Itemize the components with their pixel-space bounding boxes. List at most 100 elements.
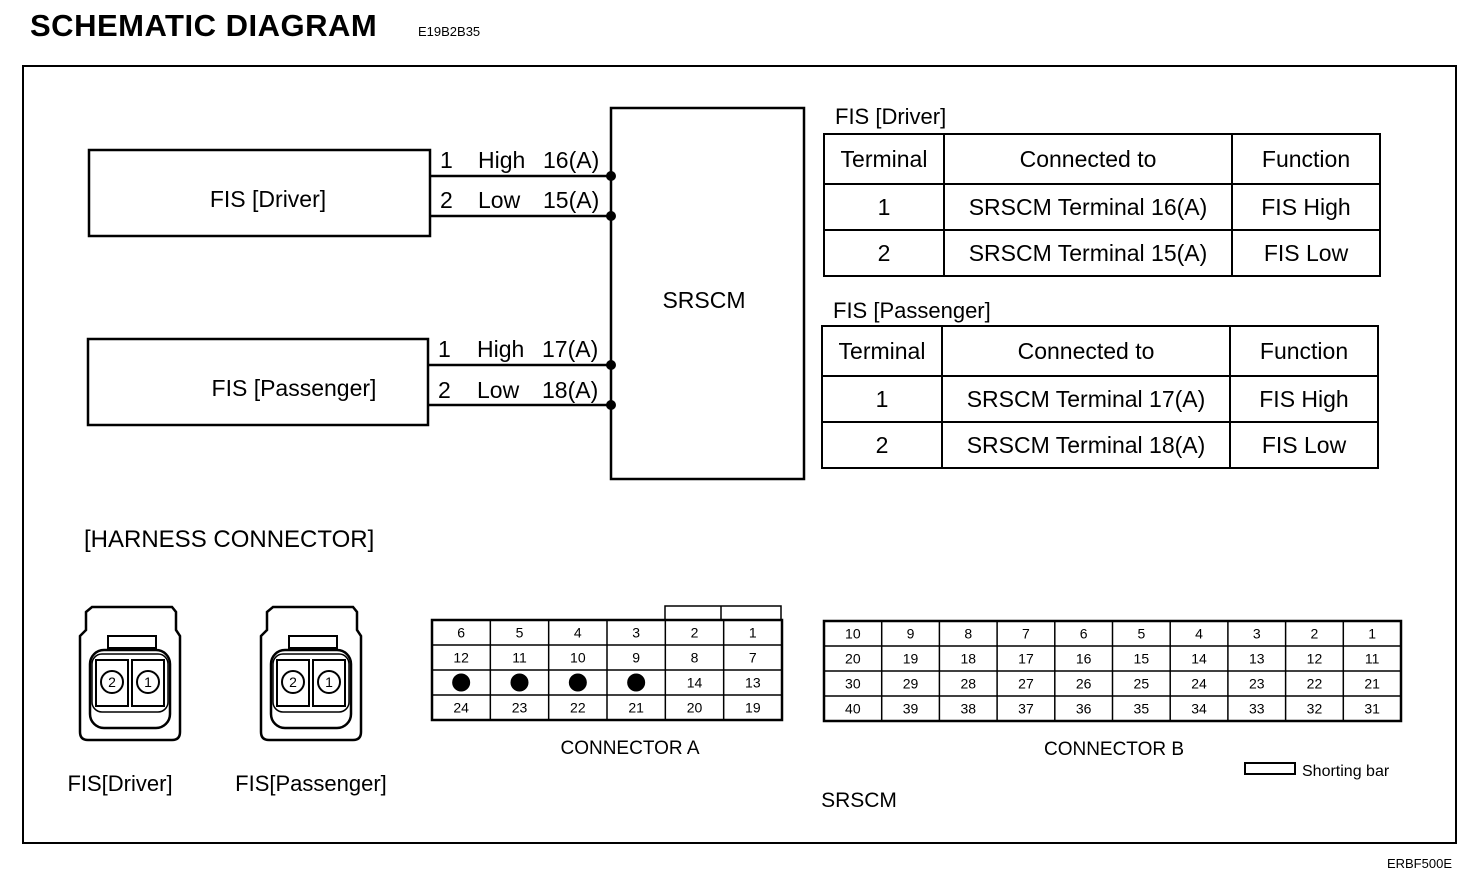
wire-pin: 2 xyxy=(438,377,451,403)
connector-pin-number: 20 xyxy=(687,700,703,716)
wire-pin: 1 xyxy=(440,147,453,173)
table-cell: SRSCM Terminal 15(A) xyxy=(943,229,1233,277)
fis-driver-connector-icon: 2 1 xyxy=(78,605,182,742)
connector-pin-number: 22 xyxy=(1307,676,1323,692)
table-header-row: Terminal Connected to Function xyxy=(823,133,1381,185)
table-row: 2 SRSCM Terminal 15(A) FIS Low xyxy=(823,229,1381,277)
connector-pin-number: 22 xyxy=(570,700,586,716)
fis-passenger-connector-icon: 2 1 xyxy=(259,605,363,742)
connector-pin-number: 40 xyxy=(845,701,861,717)
connector-pin-number: 34 xyxy=(1191,701,1207,717)
connector-pin-number: 31 xyxy=(1364,701,1380,717)
fis-passenger-table: Terminal Connected to Function 1 SRSCM T… xyxy=(821,325,1379,469)
connector-pin-number: 28 xyxy=(960,676,976,692)
connector-pin-number: 12 xyxy=(453,650,469,666)
connector-pin-number: 10 xyxy=(845,626,861,642)
wire-level: High xyxy=(478,147,525,173)
connector-pin-number: 33 xyxy=(1249,701,1265,717)
unused-pin-dot xyxy=(627,673,646,692)
connector-pin-number: 26 xyxy=(1076,676,1092,692)
wire-driver-high: 1 High 16(A) xyxy=(430,147,616,181)
fis-driver-connector-label: FIS[Driver] xyxy=(67,771,172,796)
unused-pin-dot xyxy=(568,673,587,692)
connector-pin-number: 18 xyxy=(960,651,976,667)
table-row: 1 SRSCM Terminal 16(A) FIS High xyxy=(823,183,1381,231)
connector-pin-number: 35 xyxy=(1134,701,1150,717)
table-header-cell: Connected to xyxy=(943,133,1233,185)
table-header-cell: Terminal xyxy=(821,325,943,377)
table-header-cell: Function xyxy=(1231,133,1381,185)
connector-pin-number: 2 xyxy=(1311,626,1319,642)
pin-label: 2 xyxy=(108,674,116,690)
table-cell: SRSCM Terminal 18(A) xyxy=(941,421,1231,469)
connector-pin-number: 38 xyxy=(960,701,976,717)
table-cell: 2 xyxy=(823,229,945,277)
connector-pin-number: 7 xyxy=(749,650,757,666)
fis-passenger-connector-label: FIS[Passenger] xyxy=(235,771,387,796)
connector-pin-number: 24 xyxy=(1191,676,1207,692)
wire-driver-low: 2 Low 15(A) xyxy=(430,187,616,221)
srscm-box-label: SRSCM xyxy=(662,287,745,313)
connector-pin-number: 36 xyxy=(1076,701,1092,717)
table-cell: FIS High xyxy=(1231,183,1381,231)
page-title: SCHEMATIC DIAGRAM xyxy=(30,8,378,43)
connector-pin-number: 12 xyxy=(1307,651,1323,667)
connector-pin-number: 6 xyxy=(1080,626,1088,642)
fis-passenger-box-label: FIS [Passenger] xyxy=(212,375,377,401)
connector-pin-number: 14 xyxy=(687,675,703,691)
table-header-cell: Connected to xyxy=(941,325,1231,377)
table-cell: SRSCM Terminal 16(A) xyxy=(943,183,1233,231)
connector-pin-number: 9 xyxy=(907,626,915,642)
shorting-bar-legend-label: Shorting bar xyxy=(1302,763,1390,780)
connector-pin-number: 25 xyxy=(1134,676,1150,692)
srscm-connector-label: SRSCM xyxy=(821,789,897,812)
connector-pin-number: 9 xyxy=(632,650,640,666)
connector-pin-number: 32 xyxy=(1307,701,1323,717)
table-cell: 1 xyxy=(823,183,945,231)
connector-pin-number: 16 xyxy=(1076,651,1092,667)
wire-pin: 2 xyxy=(440,187,453,213)
diagram-frame xyxy=(22,65,1457,844)
connector-pin-number: 24 xyxy=(453,700,469,716)
table-cell: FIS Low xyxy=(1231,229,1381,277)
table-cell: SRSCM Terminal 17(A) xyxy=(941,375,1231,423)
wire-terminal: 15(A) xyxy=(543,187,599,213)
connector-pin-number: 3 xyxy=(1253,626,1261,642)
connector-pin-number: 8 xyxy=(691,650,699,666)
wire-terminal: 17(A) xyxy=(542,336,598,362)
wire-level: Low xyxy=(478,187,521,213)
wire-passenger-low: 2 Low 18(A) xyxy=(428,377,616,410)
table-cell: FIS Low xyxy=(1229,421,1379,469)
connector-pin-number: 30 xyxy=(845,676,861,692)
table-cell: 1 xyxy=(821,375,943,423)
table-cell: FIS High xyxy=(1229,375,1379,423)
connector-pin-number: 14 xyxy=(1191,651,1207,667)
connector-a-label: CONNECTOR A xyxy=(560,738,699,759)
connector-pin-number: 19 xyxy=(745,700,761,716)
pin-label: 2 xyxy=(289,674,297,690)
connector-pin-number: 8 xyxy=(964,626,972,642)
fis-driver-box xyxy=(87,148,432,238)
connector-a-latch xyxy=(664,605,782,621)
table-cell: 2 xyxy=(821,421,943,469)
connector-pin-number: 29 xyxy=(903,676,919,692)
connector-b-label: CONNECTOR B xyxy=(1044,739,1184,760)
table-header-cell: Function xyxy=(1229,325,1379,377)
connector-pin-number: 17 xyxy=(1018,651,1034,667)
wire-terminal: 18(A) xyxy=(542,377,598,403)
unused-pin-dot xyxy=(452,673,471,692)
connector-pin-number: 21 xyxy=(1364,676,1380,692)
connector-pin-number: 4 xyxy=(574,625,582,641)
connector-pin-number: 39 xyxy=(903,701,919,717)
connector-pin-number: 6 xyxy=(457,625,465,641)
connector-pin-number: 19 xyxy=(903,651,919,667)
wire-terminal: 16(A) xyxy=(543,147,599,173)
pin-label: 1 xyxy=(144,674,152,690)
connector-pin-number: 27 xyxy=(1018,676,1034,692)
connector-pin-number: 2 xyxy=(691,625,699,641)
footer-code: ERBF500E xyxy=(1386,856,1452,871)
connector-pin-number: 21 xyxy=(628,700,644,716)
table-row: 2 SRSCM Terminal 18(A) FIS Low xyxy=(821,421,1379,469)
